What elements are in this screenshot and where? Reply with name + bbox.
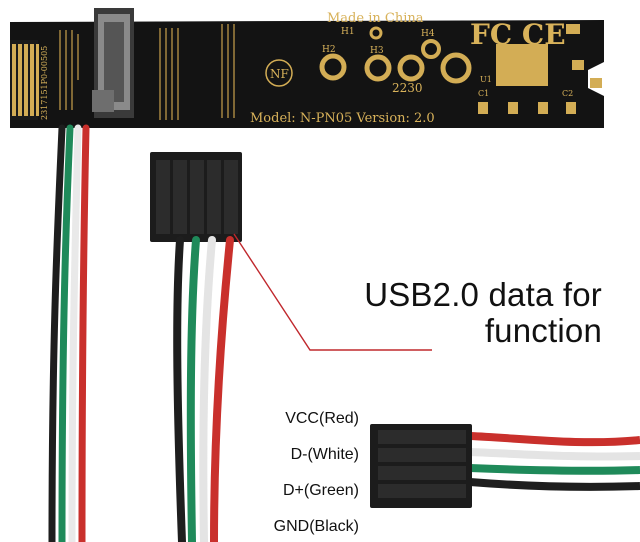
pin-label-d-minus: D-(White): [290, 446, 359, 463]
pin-label-gnd: GND(Black): [273, 518, 359, 535]
gold-edge-contacts: [10, 40, 39, 120]
m2-adapter-board: 2317151P0-00505 Made in China H1 H2 H3 H…: [10, 8, 604, 128]
board-connector: [92, 8, 134, 118]
hole-label-h2: H2: [322, 45, 336, 55]
nf-logo: NF: [265, 59, 293, 87]
chip-pad: [496, 44, 548, 86]
size-label: 2230: [392, 81, 423, 95]
hole-label-h1: H1: [341, 27, 355, 37]
component-label-c1: C1: [478, 89, 489, 98]
component-label-c2: C2: [562, 89, 573, 98]
pinout-connector: [370, 424, 640, 508]
pin-label-d-plus: D+(Green): [282, 482, 359, 499]
callout-headline-line2: function: [484, 312, 602, 349]
made-in-label: Made in China: [327, 11, 424, 26]
callout-line: [233, 233, 432, 351]
pcb-traces: [59, 24, 235, 120]
svg-text:NF: NF: [270, 67, 289, 81]
component-label-u1: U1: [480, 75, 492, 84]
model-line: Model: N-PN05 Version: 2.0: [250, 111, 435, 126]
callout-headline-line1: USB2.0 data for: [364, 276, 602, 313]
middle-connector: [150, 152, 242, 542]
left-cable-bundle: [48, 124, 90, 542]
hole-label-h4: H4: [421, 29, 435, 39]
pin-label-vcc: VCC(Red): [285, 410, 359, 427]
mounting-holes: [319, 26, 472, 84]
connector-serial: 2317151P0-00505: [40, 46, 49, 120]
hole-label-h3: H3: [370, 46, 384, 56]
